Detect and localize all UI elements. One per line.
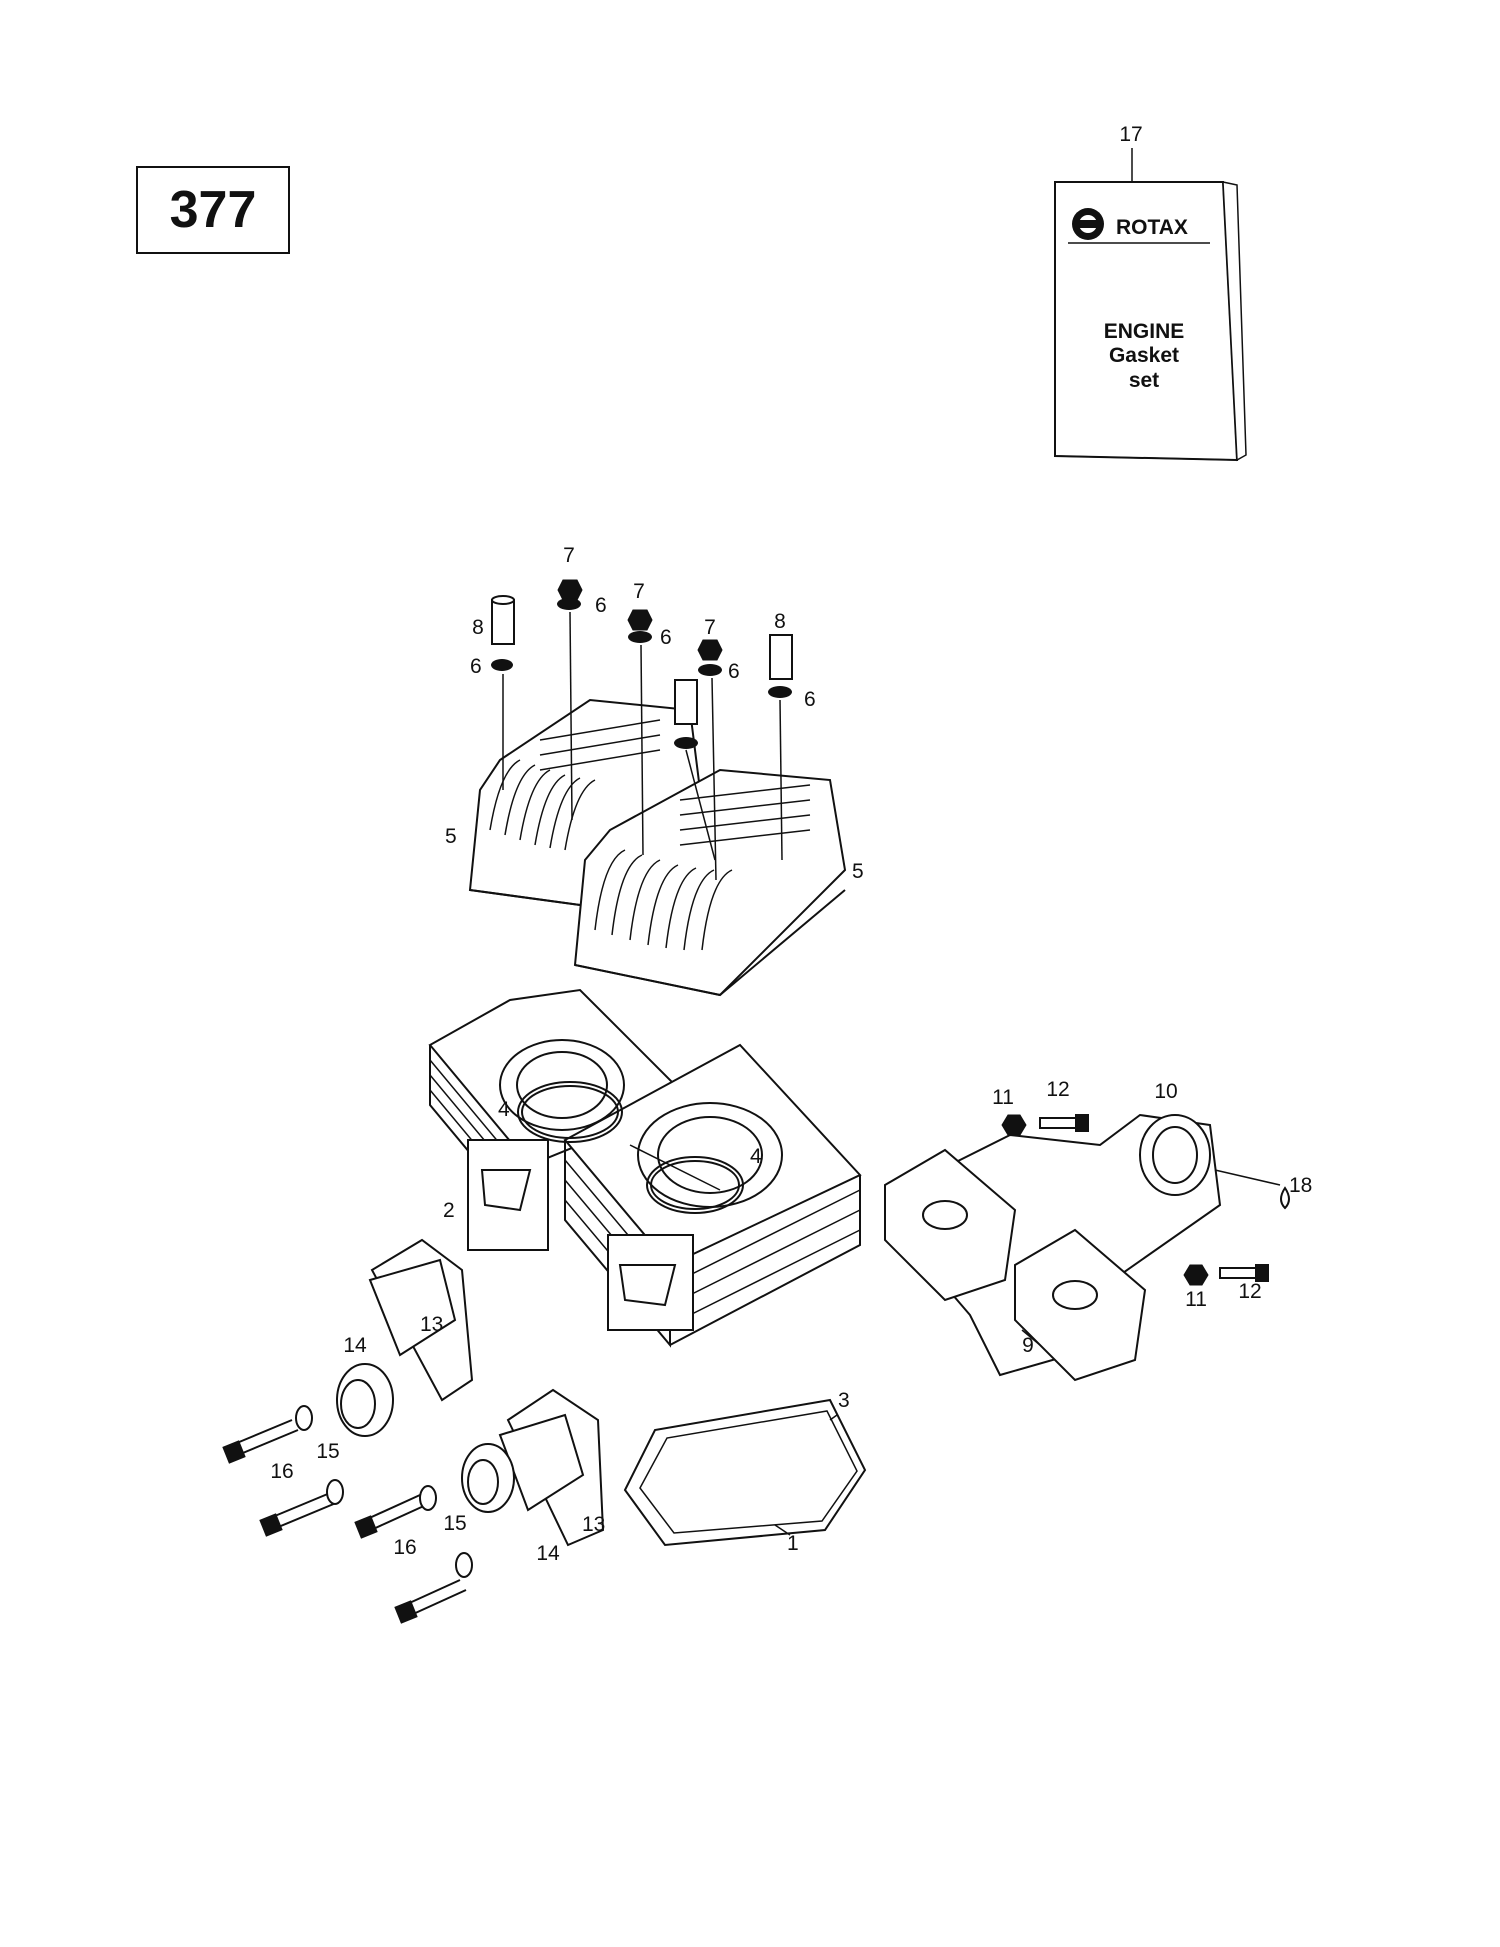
callout-15a: 15 [316, 1440, 339, 1463]
base-gasket [623, 1398, 867, 1547]
callout-14a: 14 [343, 1334, 367, 1357]
callout-17: 17 [1119, 123, 1142, 146]
callout-1: 1 [787, 1532, 799, 1555]
kit-title-line2: Gasket [1109, 344, 1179, 367]
callout-3: 3 [838, 1389, 850, 1412]
callout-4b: 4 [750, 1145, 762, 1168]
callout-10: 10 [1154, 1080, 1177, 1103]
intake-flange-left [336, 1238, 474, 1437]
callout-7a: 7 [563, 544, 575, 567]
callout-2: 2 [443, 1199, 455, 1222]
kit-title-line1: ENGINE [1104, 320, 1185, 343]
callout-numbers: 17 7 7 7 8 8 6 6 6 6 6 5 5 4 4 2 3 1 13 … [270, 123, 1312, 1565]
kit-brand: ROTAX [1116, 216, 1188, 239]
o-ring-left [517, 1081, 623, 1143]
callout-12b: 12 [1238, 1280, 1261, 1303]
o-ring-right [646, 1156, 744, 1214]
callout-6e: 6 [804, 688, 816, 711]
intake-bolts [222, 1405, 473, 1624]
head-hardware [491, 579, 793, 881]
callout-5a: 5 [445, 825, 457, 848]
sealant-drop-icon [1280, 1186, 1290, 1210]
exhaust-hardware [1001, 1114, 1290, 1286]
callout-14b: 14 [536, 1542, 560, 1565]
callout-11b: 11 [1185, 1288, 1207, 1311]
callout-6b: 6 [660, 626, 672, 649]
rotax-logo-icon [1072, 208, 1104, 240]
callout-11a: 11 [992, 1086, 1014, 1109]
callout-7c: 7 [704, 616, 716, 639]
intake-flange-right [461, 1388, 605, 1547]
callout-18: 18 [1289, 1174, 1312, 1197]
callout-12a: 12 [1046, 1078, 1069, 1101]
callout-15b: 15 [443, 1512, 466, 1535]
exhaust-manifold [884, 1113, 1222, 1382]
callout-8a: 8 [472, 616, 484, 639]
cylinder-right [563, 1043, 862, 1348]
callout-16b: 16 [393, 1536, 416, 1559]
callout-8b: 8 [774, 610, 786, 633]
callout-16a: 16 [270, 1460, 293, 1483]
callout-7b: 7 [633, 580, 645, 603]
kit-title-line3: set [1129, 369, 1159, 392]
leader-lines [774, 1329, 1041, 1536]
callout-13b: 13 [582, 1513, 605, 1536]
gasket-set-kit-box: ROTAX ENGINE Gasket set [1054, 148, 1247, 462]
callout-5b: 5 [852, 860, 864, 883]
callout-13a: 13 [420, 1313, 443, 1336]
callout-6d: 6 [470, 655, 482, 678]
page-number: 377 [169, 181, 257, 239]
callout-6c: 6 [728, 660, 740, 683]
callout-9: 9 [1022, 1334, 1034, 1357]
callout-6a: 6 [595, 594, 607, 617]
callout-4a: 4 [498, 1098, 510, 1121]
page-number-box: 377 [136, 166, 290, 254]
